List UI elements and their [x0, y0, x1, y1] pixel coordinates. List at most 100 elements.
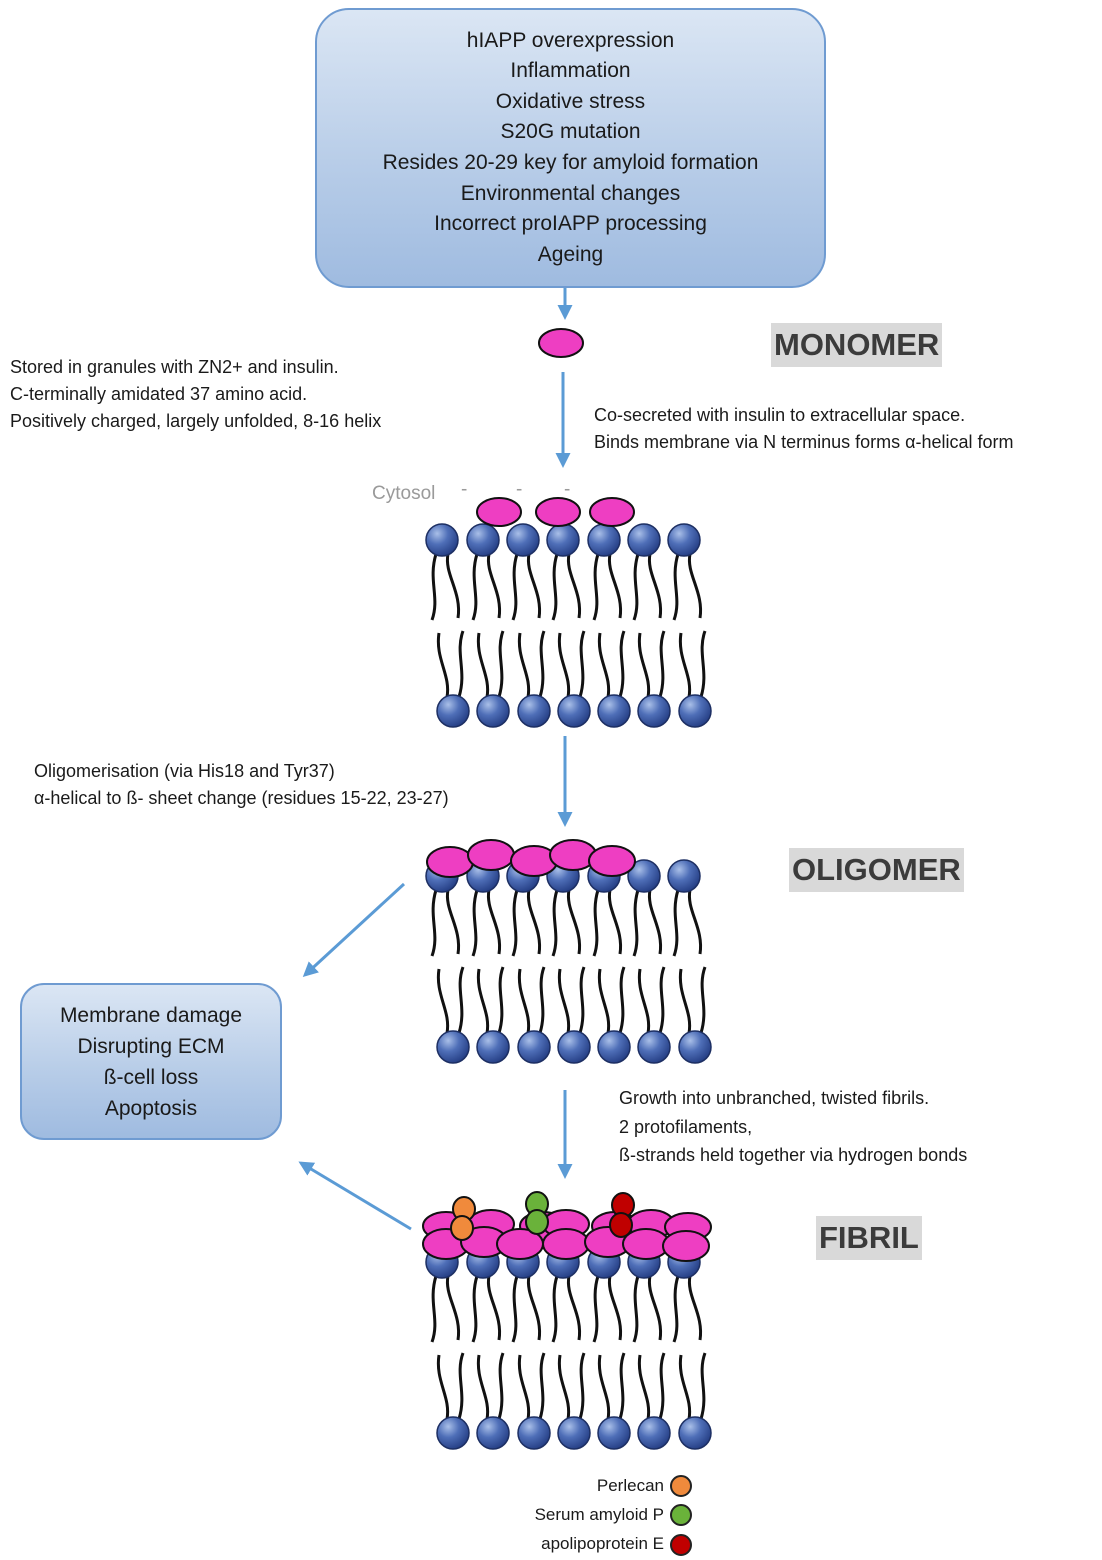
lipid-tail: [457, 630, 465, 698]
lipid-head: [517, 1030, 551, 1064]
membrane-bound-monomer: [535, 497, 581, 527]
lipid-tail: [597, 968, 611, 1034]
lipid-tail: [445, 889, 461, 955]
lipid-head: [667, 859, 701, 893]
legend-dot-perlecan: [670, 1475, 692, 1497]
oligomer-peptide: [467, 839, 515, 871]
lipid-tail: [497, 1352, 505, 1420]
lipid-tail: [457, 966, 465, 1034]
lipid-head: [637, 1030, 671, 1064]
oligomer-peptide: [426, 846, 474, 878]
lipid-tail: [486, 889, 502, 955]
lipid-tail: [597, 632, 611, 698]
lipid-tail: [687, 553, 703, 619]
lipid-tail: [566, 553, 582, 619]
lipid-head: [557, 694, 591, 728]
cause-line: S20G mutation: [500, 120, 641, 144]
lipid-tail: [436, 968, 450, 1034]
legend: Perlecan Serum amyloid P apolipoprotein …: [482, 1474, 702, 1560]
causes-box: hIAPP overexpression Inflammation Oxidat…: [315, 8, 826, 288]
lipid-tail: [597, 1354, 611, 1420]
legend-dot-serum-amyloid-p: [670, 1504, 692, 1526]
lipid-tail: [699, 630, 707, 698]
membranes-group: [425, 523, 712, 1450]
lipid-head: [425, 523, 459, 557]
lipid-tail: [557, 968, 571, 1034]
cause-line: Environmental changes: [460, 181, 681, 205]
lipid-head: [476, 1416, 510, 1450]
membrane-bound-monomer: [476, 497, 522, 527]
lipid-tail: [476, 632, 490, 698]
lipid-tail: [471, 553, 479, 621]
lipid-tail: [618, 966, 626, 1034]
fibril-peptide: [662, 1230, 710, 1262]
cytosol-label: Cytosol: [372, 483, 436, 504]
lipid-head: [517, 694, 551, 728]
lipid-tail: [578, 630, 586, 698]
lipid-tail: [511, 889, 519, 957]
charge-sign: -: [516, 479, 523, 500]
lipid-tail: [637, 968, 651, 1034]
lipid-tail: [618, 630, 626, 698]
lipid-tail: [430, 889, 438, 957]
lipid-tail: [430, 1275, 438, 1343]
lipid-tail: [566, 1275, 582, 1341]
lipid-tail: [551, 889, 559, 957]
lipid-head: [637, 694, 671, 728]
lipid-head: [506, 523, 540, 557]
stage-label-oligomer: OLIGOMER: [789, 848, 964, 892]
outcome-line: ß-cell loss: [103, 1065, 199, 1089]
lipid-tail: [476, 968, 490, 1034]
cause-line: Resides 20-29 key for amyloid formation: [382, 151, 759, 174]
secretion-note: Co-secreted with insulin to extracellula…: [594, 405, 1014, 452]
lipid-tail: [436, 1354, 450, 1420]
lipid-head: [546, 523, 580, 557]
lipid-tail: [658, 630, 666, 698]
lipid-head: [667, 523, 701, 557]
lipid-tail: [637, 1354, 651, 1420]
lipid-tail: [526, 1275, 542, 1341]
stage-label-monomer: MONOMER: [771, 323, 943, 367]
legend-dot-apolipoprotein-e: [670, 1534, 692, 1556]
lipid-head: [476, 694, 510, 728]
lipid-tail: [526, 553, 542, 619]
lipid-tail: [687, 1275, 703, 1341]
lipid-tail: [647, 1275, 663, 1341]
monomer-peptide: [538, 328, 584, 358]
cause-line: Oxidative stress: [495, 89, 646, 113]
lipid-head: [476, 1030, 510, 1064]
lipid-tail: [607, 1275, 623, 1341]
lipid-head: [557, 1030, 591, 1064]
lipid-tail: [430, 553, 438, 621]
fibril-peptide: [542, 1228, 590, 1260]
lipid-tail: [647, 553, 663, 619]
outcome-line: Membrane damage: [59, 1003, 243, 1027]
oligomer-peptide: [588, 845, 636, 877]
lipid-tail: [592, 553, 600, 621]
charge-sign: -: [564, 479, 571, 500]
lipid-tail: [672, 553, 680, 621]
apolipoprotein-e-sphere: [609, 1212, 633, 1238]
lipid-tail: [607, 553, 623, 619]
lipid-head: [436, 694, 470, 728]
lipid-tail: [526, 889, 542, 955]
lipid-tail: [678, 968, 692, 1034]
cause-line: hIAPP overexpression: [466, 28, 675, 52]
lipid-tail: [517, 968, 531, 1034]
lipid-tail: [471, 889, 479, 957]
lipid-tail: [607, 889, 623, 955]
lipid-tail: [658, 966, 666, 1034]
lipid-tail: [511, 553, 519, 621]
lipid-head: [597, 1416, 631, 1450]
lipid-tail: [517, 1354, 531, 1420]
arrow-oligomer-to-outcomes: [302, 882, 406, 978]
lipid-tail: [578, 966, 586, 1034]
lipid-tail: [497, 630, 505, 698]
lipid-tail: [637, 632, 651, 698]
flow-arrows: [298, 288, 573, 1231]
lipid-tail: [551, 553, 559, 621]
lipid-tail: [632, 889, 640, 957]
lipid-tail: [471, 1275, 479, 1343]
lipid-tail: [457, 1352, 465, 1420]
cause-line: Incorrect proIAPP processing: [434, 212, 707, 236]
